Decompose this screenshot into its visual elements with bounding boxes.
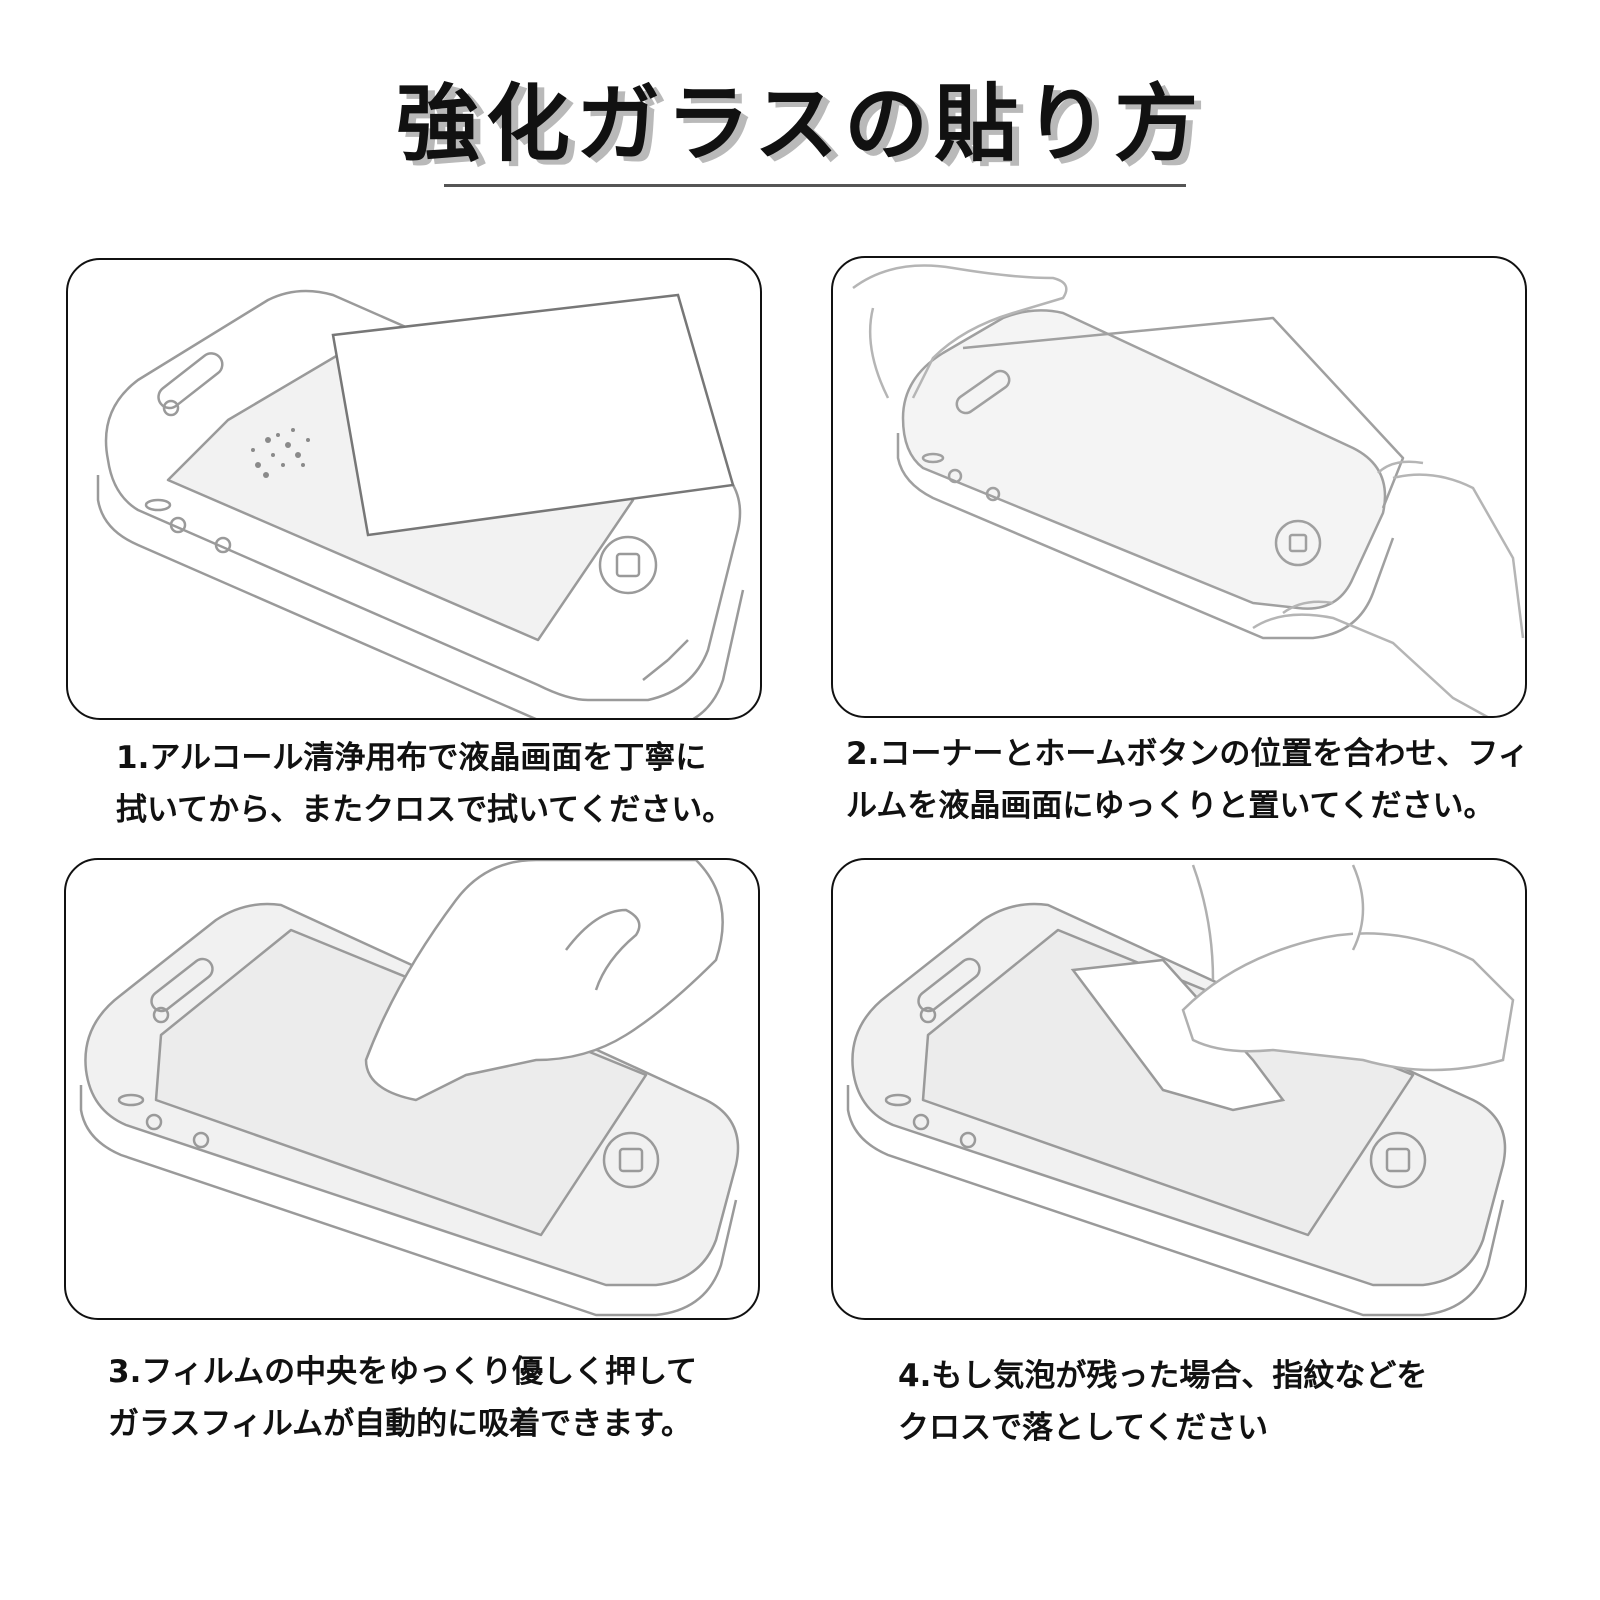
pressing-hand: [364, 860, 724, 1102]
step-4-caption: 4.もし気泡が残った場合、指紋などを クロスで落としてください: [898, 1350, 1427, 1454]
step-3-caption: 3.フィルムの中央をゆっくり優しく押して ガラスフィルムが自動的に吸着できます。: [108, 1346, 697, 1450]
wiping-hand: [1181, 864, 1515, 1072]
dust-particles: [251, 428, 310, 478]
hands: [852, 264, 1525, 716]
step-1-line-1: 1.アルコール清浄用布で液晶画面を丁寧に: [116, 740, 707, 776]
step-2-caption: 2.コーナーとホームボタンの位置を合わせ、フィ ルムを液晶画面にゆっくりと置いて…: [846, 728, 1529, 832]
step-3-line-1: 3.フィルムの中央をゆっくり優しく押して: [108, 1354, 698, 1390]
title-block: 強化ガラスの貼り方: [0, 75, 1600, 173]
step-4-line-1: 4.もし気泡が残った場合、指紋などを: [898, 1358, 1428, 1394]
page-title: 強化ガラスの貼り方: [395, 75, 1205, 173]
title-underline: [444, 184, 1186, 187]
step-3-line-2: ガラスフィルムが自動的に吸着できます。: [108, 1406, 693, 1442]
step-1-caption: 1.アルコール清浄用布で液晶画面を丁寧に 拭いてから、またクロスで拭いてください…: [116, 732, 733, 836]
step-2-line-2: ルムを液晶画面にゆっくりと置いてください。: [846, 788, 1495, 824]
step-4-illustration: [831, 858, 1527, 1320]
step-1-line-2: 拭いてから、またクロスで拭いてください。: [116, 792, 734, 828]
step-2-illustration: [831, 256, 1527, 718]
step-2-line-1: 2.コーナーとホームボタンの位置を合わせ、フィ: [846, 736, 1529, 772]
step-1-illustration: [66, 258, 762, 720]
bubble-removal-illustration: [846, 864, 1515, 1317]
step-3-illustration: [64, 858, 760, 1320]
finger-press-illustration: [79, 860, 740, 1317]
step-4-line-2: クロスで落としてください: [898, 1410, 1269, 1446]
film-alignment-illustration: [852, 264, 1525, 716]
cleaning-cloth: [331, 293, 735, 537]
wiping-cloth: [1070, 958, 1286, 1112]
phone-cleaning-illustration: [96, 289, 745, 718]
